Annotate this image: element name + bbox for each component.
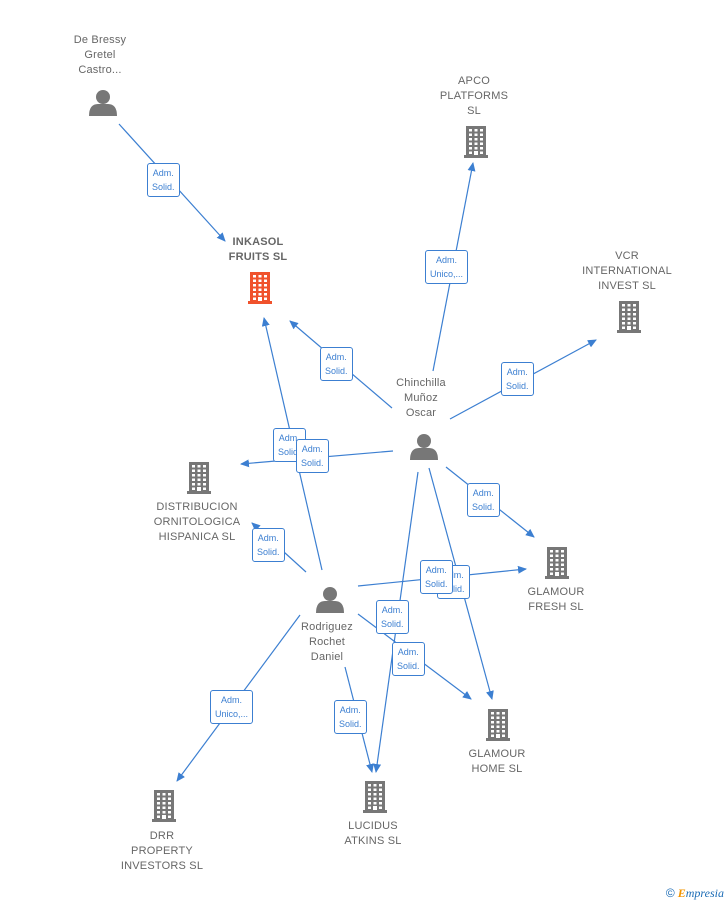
building-icon[interactable] (464, 126, 488, 158)
node-label-glamourhome[interactable]: GLAMOUR HOME SL (432, 747, 562, 777)
edge-label-line: Solid. (442, 584, 465, 594)
edge-label-chinchilla-to-vcr[interactable]: Adm. Solid. (501, 362, 534, 396)
node-label-line: VCR (615, 250, 639, 262)
node-label-line: SL (467, 105, 481, 117)
edge-label-rodriguez-to-distribucion[interactable]: Adm. Solid. (252, 528, 285, 562)
node-label-line: APCO (458, 75, 490, 87)
edge-label-rodriguez-to-glamourhome[interactable]: Adm. Solid. (392, 642, 425, 676)
edge-label-chinchilla-to-inkasol[interactable]: Adm. Solid. (320, 347, 353, 381)
edge-label-line: Solid. (301, 458, 324, 468)
node-label-line: INVEST SL (598, 280, 656, 292)
brand-name: mpresia (685, 886, 724, 900)
node-label-line: GLAMOUR (468, 748, 526, 760)
edge-label-line: Adm. (152, 168, 174, 178)
edge-label-line: Solid. (506, 381, 529, 391)
node-label-line: FRUITS SL (228, 251, 288, 263)
node-label-line: Muñoz (403, 392, 439, 404)
edge-label-line: Adm. (325, 352, 347, 362)
node-label-line: PROPERTY (131, 845, 193, 857)
edge-label-line: Adm. (442, 570, 464, 580)
edge-label-line: Unico,... (430, 269, 464, 279)
node-label-vcr[interactable]: VCR INTERNATIONAL INVEST SL (562, 249, 692, 294)
edge-label-rodriguez-to-glamourfresh[interactable]: Adm. Solid. (420, 560, 453, 594)
node-label-line: Castro... (78, 64, 122, 76)
edge-label-rodriguez-to-drr[interactable]: Adm. Unico,... (210, 690, 254, 724)
icons-layer (89, 90, 641, 822)
node-label-apco[interactable]: APCO PLATFORMS SL (409, 74, 539, 119)
node-label-line: Oscar (405, 407, 437, 419)
node-label-line: Daniel (310, 651, 344, 663)
node-label-line: INKASOL (232, 236, 284, 248)
edge-label-line: Solid. (257, 547, 280, 557)
node-label-line: ATKINS SL (344, 835, 402, 847)
edge-label-line: Solid. (278, 447, 301, 457)
node-label-line: INTERNATIONAL (582, 265, 672, 277)
node-label-line: De Bressy (73, 34, 127, 46)
node-label-line: HISPANICA SL (158, 531, 236, 543)
node-label-line: DISTRIBUCION (156, 501, 238, 513)
node-label-inkasol[interactable]: INKASOL FRUITS SL (193, 235, 323, 265)
node-label-distribucion[interactable]: DISTRIBUCION ORNITOLOGICA HISPANICA SL (132, 500, 262, 545)
node-label-line: HOME SL (471, 763, 523, 775)
building-icon[interactable] (248, 272, 272, 304)
edge-label-line: Adm. (425, 565, 447, 575)
edge-label-line: Solid. (152, 182, 175, 192)
edge-label-line: Solid. (425, 579, 448, 589)
edge-label-chinchilla-to-lucidus[interactable]: Adm. Solid. (376, 600, 409, 634)
building-icon[interactable] (486, 709, 510, 741)
edge-label-line: Adm. (472, 488, 494, 498)
building-icon[interactable] (187, 462, 211, 494)
copyright-notice: ©Empresia (666, 886, 724, 901)
edge-label-line: Solid. (325, 366, 348, 376)
node-label-line: PLATFORMS (439, 90, 509, 102)
edges-layer (118, 123, 597, 782)
edge-label-chinchilla-to-glamourfresh[interactable]: Adm. Solid. (467, 483, 500, 517)
node-label-line: GLAMOUR (527, 586, 585, 598)
edge-label-debressy-to-inkasol[interactable]: Adm. Solid. (147, 163, 180, 197)
building-icon[interactable] (152, 790, 176, 822)
node-label-line: Gretel (84, 49, 116, 61)
node-label-lucidus[interactable]: LUCIDUS ATKINS SL (308, 819, 438, 849)
building-icon[interactable] (617, 301, 641, 333)
edge-label-line: Adm. (381, 605, 403, 615)
node-label-line: Rodriguez (301, 621, 353, 633)
edge-label-line: Solid. (472, 502, 495, 512)
person-icon[interactable] (410, 434, 438, 460)
node-label-line: INVESTORS SL (120, 860, 204, 872)
edge-label-line: Adm. (506, 367, 528, 377)
copyright-symbol: © (665, 886, 675, 900)
edge-label-line: Adm. (278, 433, 300, 443)
edge-label-line: Adm. (257, 533, 279, 543)
brand-initial: E (677, 886, 686, 900)
person-icon[interactable] (89, 90, 117, 116)
building-icon[interactable] (545, 547, 569, 579)
edge-label-line: Adm. (339, 705, 361, 715)
edge-label-chinchilla-to-apco[interactable]: Adm. Unico,... (425, 250, 469, 284)
node-label-line: DRR (149, 830, 175, 842)
edge-label-line: Solid. (397, 661, 420, 671)
node-label-line: ORNITOLOGICA (153, 516, 241, 528)
node-label-drr[interactable]: DRR PROPERTY INVESTORS SL (97, 829, 227, 874)
node-label-line: FRESH SL (528, 601, 584, 613)
edge-label-rodriguez-to-lucidus[interactable]: Adm. Solid. (334, 700, 367, 734)
edge-label-line: Solid. (339, 719, 362, 729)
edge-label-line: Adm. (221, 695, 243, 705)
node-label-glamourfresh[interactable]: GLAMOUR FRESH SL (491, 585, 621, 615)
edge-label-line: Solid. (381, 619, 404, 629)
edge-label-line: Unico,... (215, 709, 249, 719)
node-label-line: Chinchilla (396, 377, 446, 389)
node-label-line: Rochet (308, 636, 346, 648)
edge-label-line: Adm. (301, 444, 323, 454)
building-icon[interactable] (363, 781, 387, 813)
edge-label-line: Adm. (436, 255, 458, 265)
person-icon[interactable] (316, 587, 344, 613)
edge-label-rodriguez-to-inkasol[interactable]: Adm. Solid. (296, 439, 329, 473)
edge-label-line: Adm. (397, 647, 419, 657)
node-label-line: LUCIDUS (348, 820, 398, 832)
